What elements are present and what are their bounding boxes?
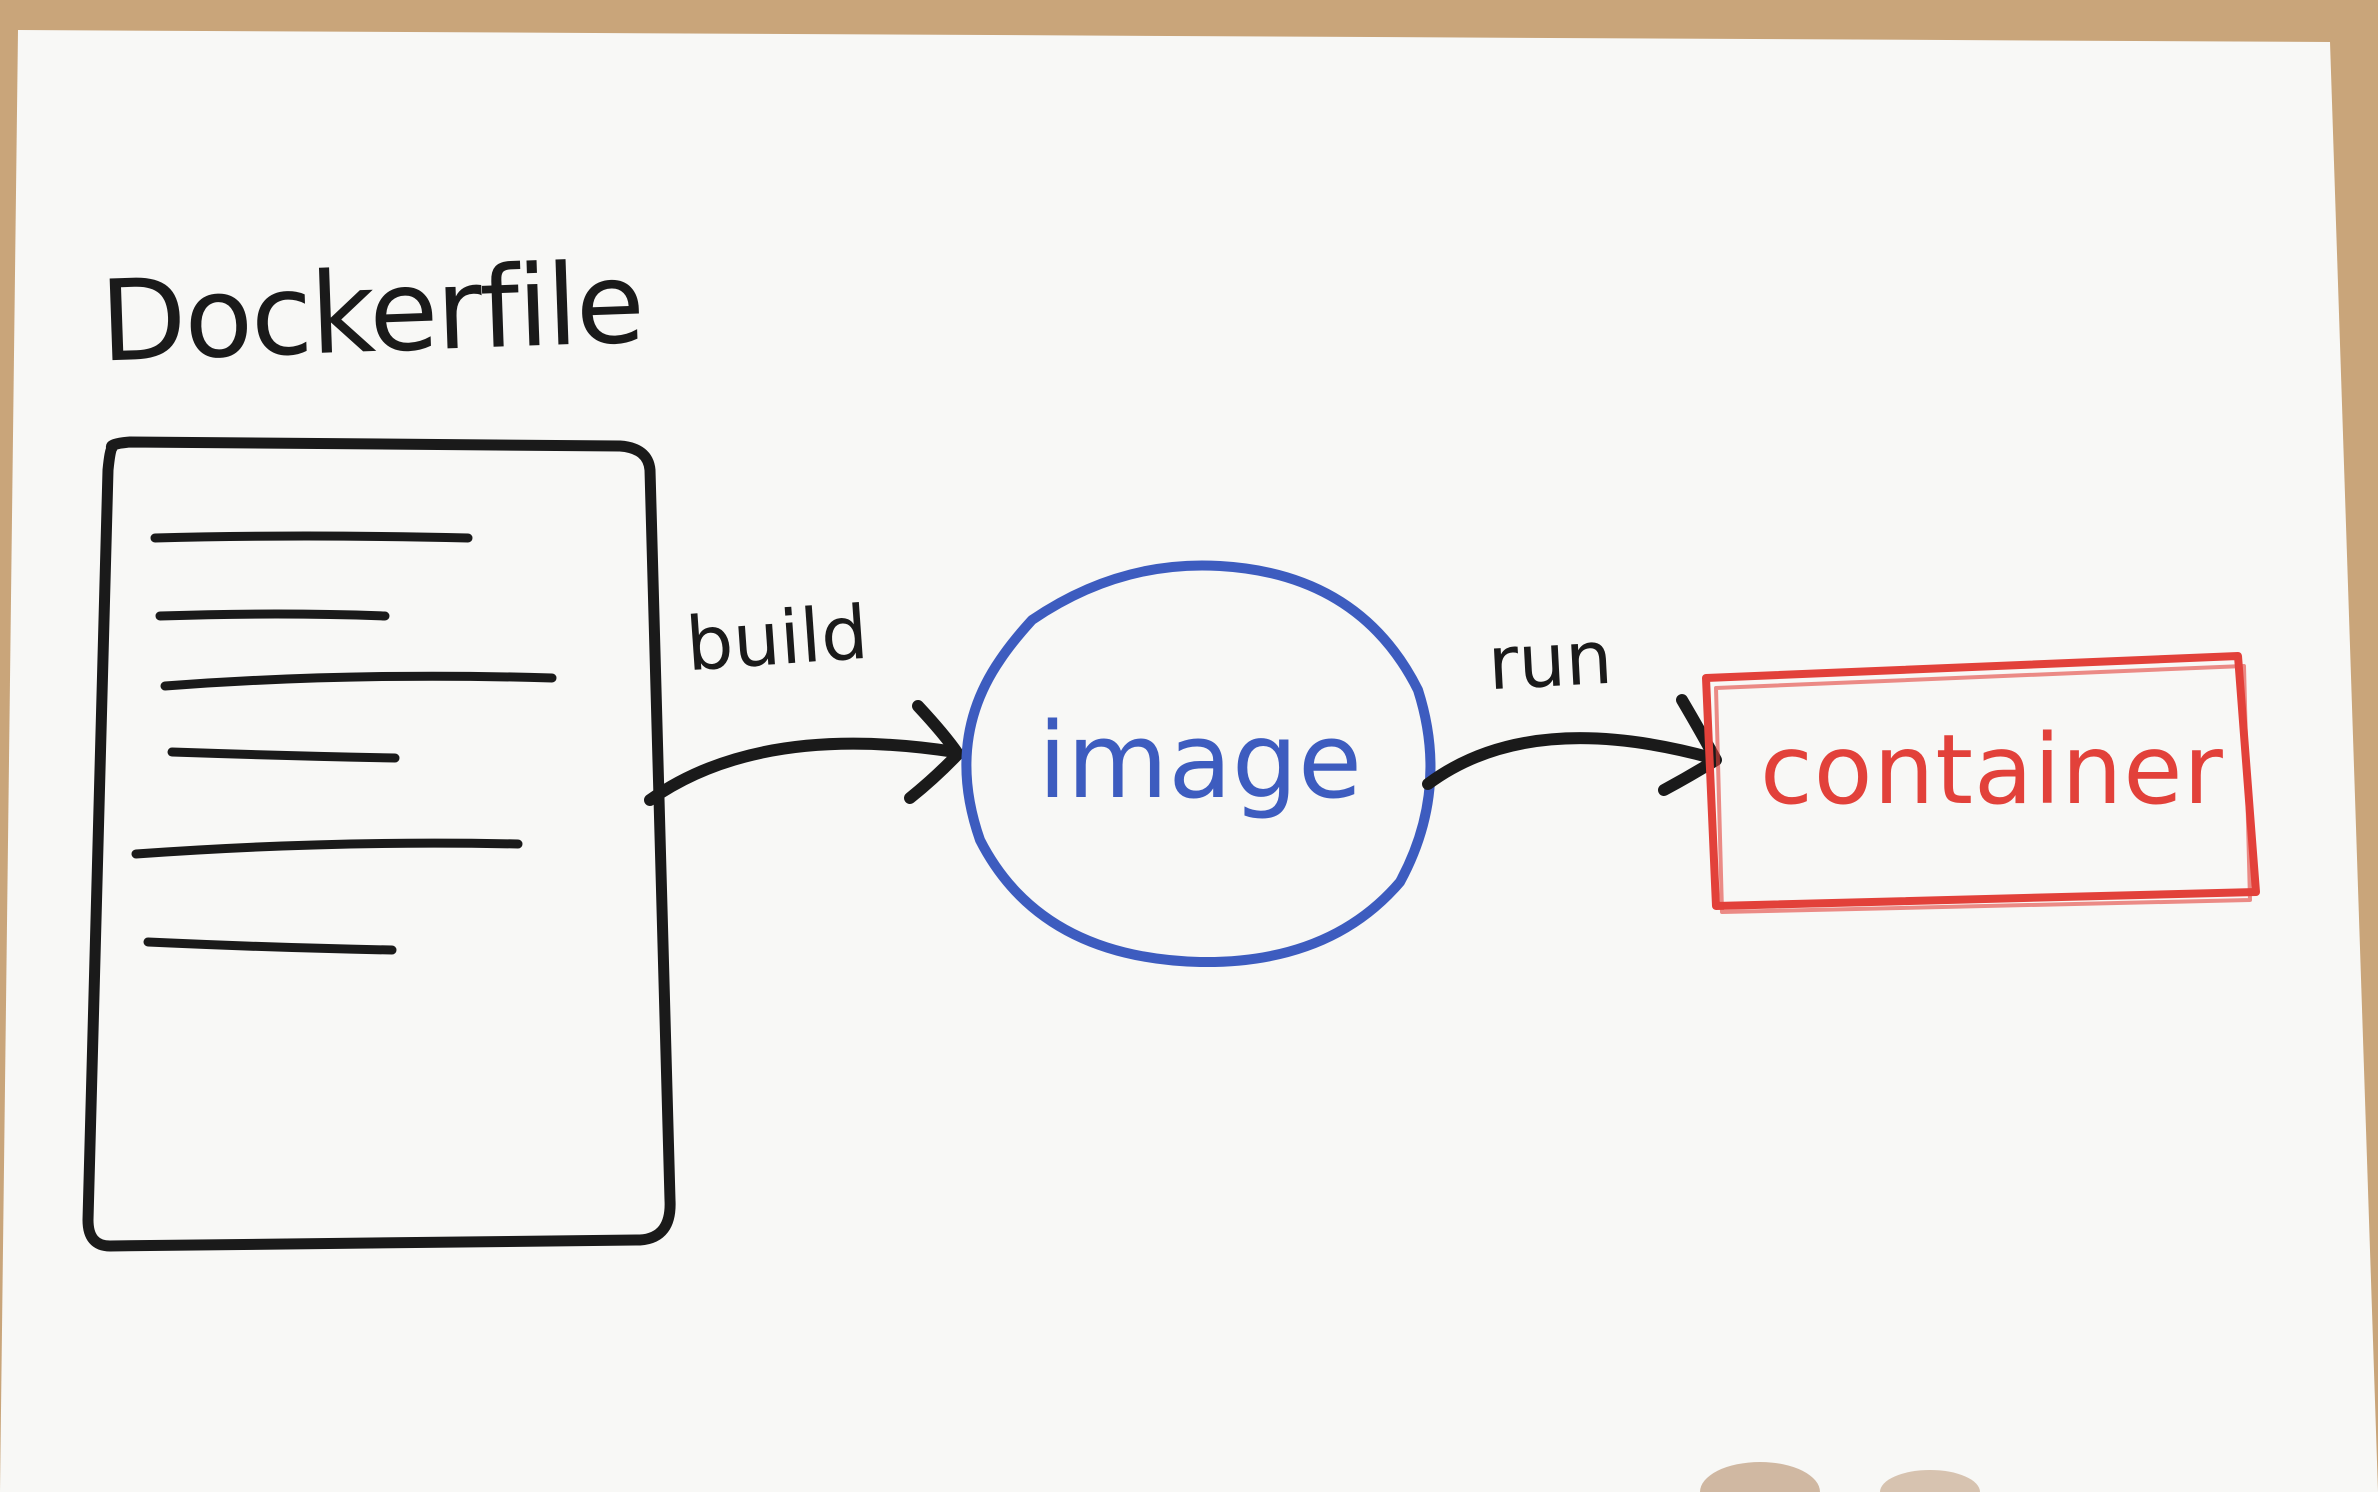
dockerfile-line — [143, 937, 397, 955]
finger-shadow — [1700, 1462, 1820, 1492]
dockerfile-line — [160, 671, 557, 691]
finger-shadow — [1880, 1470, 1980, 1492]
dockerfile-line — [155, 609, 390, 621]
container-box-overstroke — [1714, 664, 2252, 914]
container-box — [1702, 652, 2260, 910]
build-arrow-head — [904, 700, 964, 804]
container-label: container — [1760, 714, 2224, 826]
dockerfile-line — [131, 838, 523, 859]
image-label: image — [1038, 700, 1362, 822]
dockerfile-line — [167, 747, 400, 763]
dockerfile-box — [82, 436, 676, 1252]
run-label: run — [1485, 614, 1615, 708]
build-label: build — [683, 589, 871, 689]
dockerfile-label: Dockerfile — [97, 238, 645, 388]
paper-sheet — [0, 30, 2378, 1492]
image-circle — [961, 560, 1436, 968]
run-arrow-shaft — [1422, 732, 1718, 790]
dockerfile-line — [150, 531, 473, 543]
build-arrow-shaft — [644, 737, 961, 806]
